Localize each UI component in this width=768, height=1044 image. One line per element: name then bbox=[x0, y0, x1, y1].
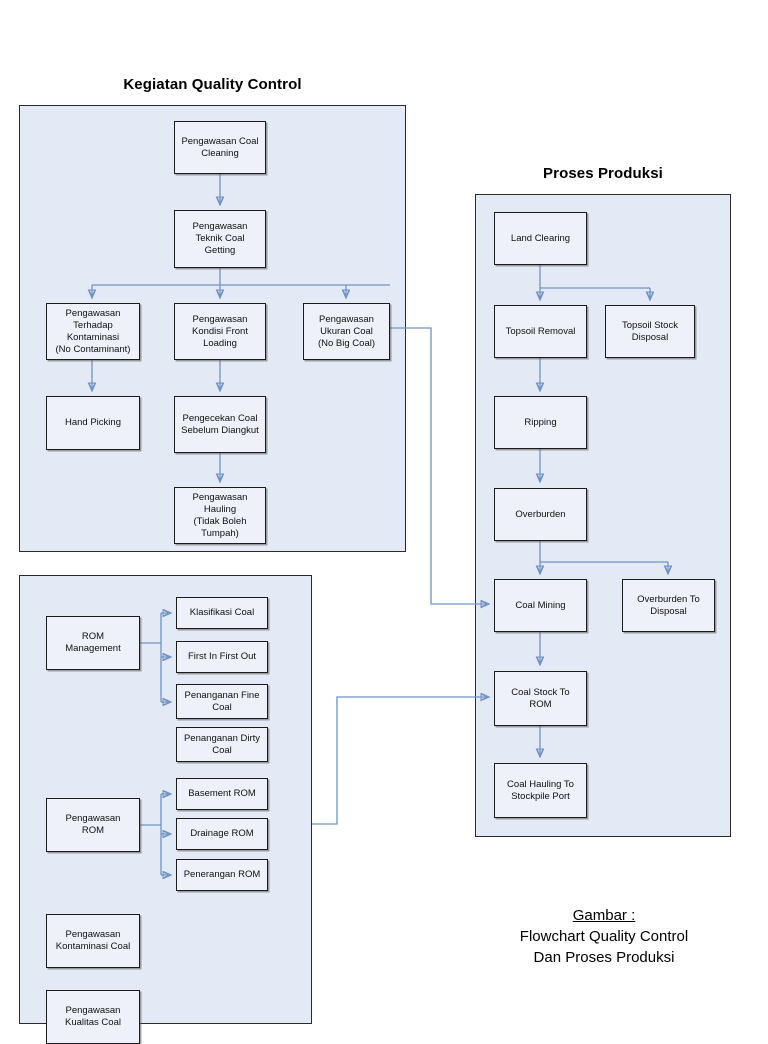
node-pengecekan-coal-sebelum-diangkut[interactable]: Pengecekan Coal Sebelum Diangkut bbox=[174, 396, 266, 453]
caption-line-2: Dan Proses Produksi bbox=[533, 949, 675, 966]
node-penanganan-fine-coal[interactable]: Penanganan Fine Coal bbox=[176, 684, 268, 719]
node-pengawasan-teknik-coal-getting[interactable]: Pengawasan Teknik Coal Getting bbox=[174, 210, 266, 268]
node-penerangan-rom[interactable]: Penerangan ROM bbox=[176, 859, 268, 891]
node-land-clearing[interactable]: Land Clearing bbox=[494, 212, 587, 265]
node-topsoil-stock-disposal[interactable]: Topsoil Stock Disposal bbox=[605, 305, 695, 358]
node-topsoil-removal[interactable]: Topsoil Removal bbox=[494, 305, 587, 358]
proses-produksi-title: Proses Produksi bbox=[543, 165, 663, 182]
node-first-in-first-out[interactable]: First In First Out bbox=[176, 641, 268, 673]
node-pengawasan-kualitas-coal[interactable]: Pengawasan Kualitas Coal bbox=[46, 990, 140, 1044]
node-pengawasan-rom[interactable]: Pengawasan ROM bbox=[46, 798, 140, 852]
node-rom-management[interactable]: ROM Management bbox=[46, 616, 140, 670]
node-drainage-rom[interactable]: Drainage ROM bbox=[176, 818, 268, 850]
node-pengawasan-hauling[interactable]: Pengawasan Hauling (Tidak Boleh Tumpah) bbox=[174, 487, 266, 544]
node-coal-stock-to-rom[interactable]: Coal Stock To ROM bbox=[494, 671, 587, 726]
caption-line-1: Flowchart Quality Control bbox=[519, 928, 689, 945]
node-hand-picking[interactable]: Hand Picking bbox=[46, 396, 140, 450]
node-coal-mining[interactable]: Coal Mining bbox=[494, 579, 587, 632]
node-ripping[interactable]: Ripping bbox=[494, 396, 587, 449]
node-pengawasan-coal-cleaning[interactable]: Pengawasan Coal Cleaning bbox=[174, 121, 266, 174]
caption-label: Gambar : bbox=[572, 907, 636, 924]
node-pengawasan-ukuran-coal[interactable]: Pengawasan Ukuran Coal (No Big Coal) bbox=[303, 303, 390, 360]
node-overburden-to-disposal[interactable]: Overburden To Disposal bbox=[622, 579, 715, 632]
node-coal-hauling-to-stockpile-port[interactable]: Coal Hauling To Stockpile Port bbox=[494, 763, 587, 818]
quality-control-title: Kegiatan Quality Control bbox=[123, 76, 302, 93]
node-basement-rom[interactable]: Basement ROM bbox=[176, 778, 268, 810]
node-klasifikasi-coal[interactable]: Klasifikasi Coal bbox=[176, 597, 268, 629]
node-penanganan-dirty-coal[interactable]: Penanganan Dirty Coal bbox=[176, 727, 268, 762]
node-pengawasan-terhadap-kontaminasi[interactable]: Pengawasan Terhadap Kontaminasi (No Cont… bbox=[46, 303, 140, 360]
node-pengawasan-kontaminasi-coal[interactable]: Pengawasan Kontaminasi Coal bbox=[46, 914, 140, 968]
figure-caption: Gambar : Flowchart Quality Control Dan P… bbox=[440, 905, 768, 968]
node-overburden[interactable]: Overburden bbox=[494, 488, 587, 541]
node-pengawasan-kondisi-front-loading[interactable]: Pengawasan Kondisi Front Loading bbox=[174, 303, 266, 360]
